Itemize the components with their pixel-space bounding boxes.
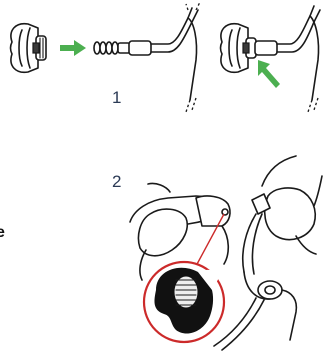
dome-on-tube: [214, 272, 296, 350]
step-number-2: 2: [112, 172, 121, 192]
push-arrow-diagonal: [258, 60, 280, 88]
cropped-edge-text: e: [0, 224, 5, 242]
tube-with-spring: [94, 2, 200, 112]
step-number-1: 1: [112, 88, 121, 108]
dome-left: [11, 24, 47, 73]
dome-assembled: [221, 6, 321, 112]
hand-holding-tube: [243, 156, 322, 274]
insert-arrow-right: [60, 40, 86, 56]
